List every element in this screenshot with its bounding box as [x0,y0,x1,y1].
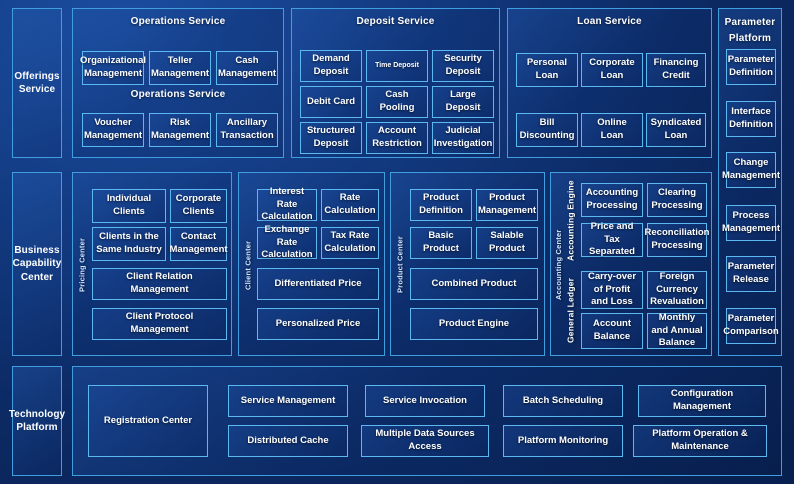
vlabel-accounting-center: Accounting Center [554,229,563,301]
panel-title-parameter-platform: Parameter Platform [719,15,781,46]
panel-business-product-center: Product Center Product Definition Produc… [390,172,545,356]
box-carry-over-of-profit-and-loss[interactable]: Carry-over of Profit and Loss [581,271,643,309]
box-corporate-loan[interactable]: Corporate Loan [581,53,643,87]
row-label-technology-platform: Technology Platform [8,366,66,476]
panel-technology-platform: Registration Center Service Management S… [72,366,782,476]
box-risk-management[interactable]: Risk Management [149,113,211,147]
box-distributed-cache[interactable]: Distributed Cache [228,425,348,457]
panel-parameter-platform: Parameter Platform Parameter Definition … [718,8,782,356]
box-client-protocol-management[interactable]: Client Protocol Management [92,308,227,340]
box-financing-credit[interactable]: Financing Credit [646,53,706,87]
panel-title-deposit-service: Deposit Service [356,16,435,27]
panel-operations-service: Operations Service Organizational Manage… [72,8,284,158]
box-personal-loan[interactable]: Personal Loan [516,53,578,87]
row-label-offerings-text: Offerings Service [14,70,60,95]
parameter-platform-title-line2: Platform [728,32,772,44]
box-clearing-processing[interactable]: Clearing Processing [647,183,707,217]
box-registration-center[interactable]: Registration Center [88,385,208,457]
panel-title-operations-service: Operations Service [130,16,226,27]
box-service-management[interactable]: Service Management [228,385,348,417]
box-batch-scheduling[interactable]: Batch Scheduling [503,385,623,417]
vlabel-product-center: Product Center [395,236,405,294]
box-debit-card[interactable]: Debit Card [300,86,362,118]
box-interface-definition[interactable]: Interface Definition [726,101,776,137]
vlabel-general-ledger: General Ledger [565,277,576,343]
vlabel-pricing-center: Pricing Center [77,237,87,293]
box-ancillary-transaction[interactable]: Ancillary Transaction [216,113,278,147]
box-process-management[interactable]: Process Management [722,205,780,241]
vlabel-accounting-engine: Accounting Engine [565,180,576,262]
box-cash-pooling[interactable]: Cash Pooling [366,86,428,118]
box-service-invocation[interactable]: Service Invocation [365,385,485,417]
box-teller-management[interactable]: Teller Management [149,51,211,85]
box-parameter-comparison[interactable]: Parameter Comparison [723,308,779,344]
box-cash-management[interactable]: Cash Management [216,51,278,85]
panel-title-loan-service: Loan Service [577,16,642,27]
box-clients-in-the-same-industry[interactable]: Clients in the Same Industry [92,227,166,261]
box-online-loan[interactable]: Online Loan [581,113,643,147]
box-salable-product[interactable]: Salable Product [476,227,538,259]
box-differentiated-price[interactable]: Differentiated Price [257,268,379,300]
box-configuration-management[interactable]: Configuration Management [638,385,766,417]
row-label-technology-text: Technology Platform [8,408,66,433]
box-parameter-release[interactable]: Parameter Release [726,256,776,292]
box-platform-monitoring[interactable]: Platform Monitoring [503,425,623,457]
box-basic-product[interactable]: Basic Product [410,227,472,259]
box-individual-clients[interactable]: Individual Clients [92,189,166,223]
row-label-business-capability-center: Business Capability Center [12,172,62,356]
row-label-offerings-service: Offerings Service [12,8,62,158]
vlabel-client-center: Client Center [243,240,253,290]
box-rate-calculation[interactable]: Rate Calculation [321,189,379,221]
box-accounting-processing[interactable]: Accounting Processing [581,183,643,217]
box-price-and-tax-separated[interactable]: Price and Tax Separated [581,221,643,257]
box-platform-operation-maintenance[interactable]: Platform Operation & Maintenance [633,425,767,457]
box-account-balance[interactable]: Account Balance [581,313,643,349]
box-time-deposit[interactable]: Time Deposit [366,50,428,82]
panel-deposit-service: Deposit Service Demand Deposit Time Depo… [291,8,500,158]
box-client-relation-management[interactable]: Client Relation Management [92,268,227,300]
box-product-definition[interactable]: Product Definition [410,189,472,221]
box-exchange-rate-calculation[interactable]: Exchange Rate Calculation [257,224,317,260]
row-label-business-text: Business Capability Center [12,245,62,283]
box-interest-rate-calculation[interactable]: Interest Rate Calculation [257,186,317,222]
panel-subtitle-operations-service: Operations Service [130,89,226,100]
box-reconciliation-processing[interactable]: Reconciliation Processing [645,223,709,257]
box-voucher-management[interactable]: Voucher Management [82,113,144,147]
box-corporate-clients[interactable]: Corporate Clients [170,189,227,223]
box-structured-deposit[interactable]: Structured Deposit [300,122,362,154]
box-parameter-definition[interactable]: Parameter Definition [726,49,776,85]
box-account-restriction[interactable]: Account Restriction [366,122,428,154]
box-foreign-currency-revaluation[interactable]: Foreign Currency Revaluation [647,271,707,309]
box-combined-product[interactable]: Combined Product [410,268,538,300]
box-multiple-data-sources-access[interactable]: Multiple Data Sources Access [361,425,489,457]
box-demand-deposit[interactable]: Demand Deposit [300,50,362,82]
box-bill-discounting[interactable]: Bill Discounting [516,113,578,147]
panel-business-accounting-center: Accounting Center Accounting Engine Acco… [550,172,712,356]
parameter-platform-title-line1: Parameter [724,17,776,28]
box-change-management[interactable]: Change Management [722,152,780,188]
box-organizational-management[interactable]: Organizational Management [80,51,146,85]
box-product-management[interactable]: Product Management [476,189,538,221]
box-judicial-investigation[interactable]: Judicial Investigation [432,122,494,154]
box-tax-rate-calculation[interactable]: Tax Rate Calculation [321,227,379,259]
box-personalized-price[interactable]: Personalized Price [257,308,379,340]
panel-business-client-center: Client Center Interest Rate Calculation … [238,172,385,356]
box-product-engine[interactable]: Product Engine [410,308,538,340]
panel-business-pricing-center: Pricing Center Individual Clients Corpor… [72,172,232,356]
box-security-deposit[interactable]: Security Deposit [432,50,494,82]
box-syndicated-loan[interactable]: Syndicated Loan [646,113,706,147]
box-large-deposit[interactable]: Large Deposit [432,86,494,118]
box-monthly-and-annual-balance[interactable]: Monthly and Annual Balance [647,312,707,349]
box-contact-management[interactable]: Contact Management [169,227,228,261]
panel-loan-service: Loan Service Personal Loan Corporate Loa… [507,8,712,158]
